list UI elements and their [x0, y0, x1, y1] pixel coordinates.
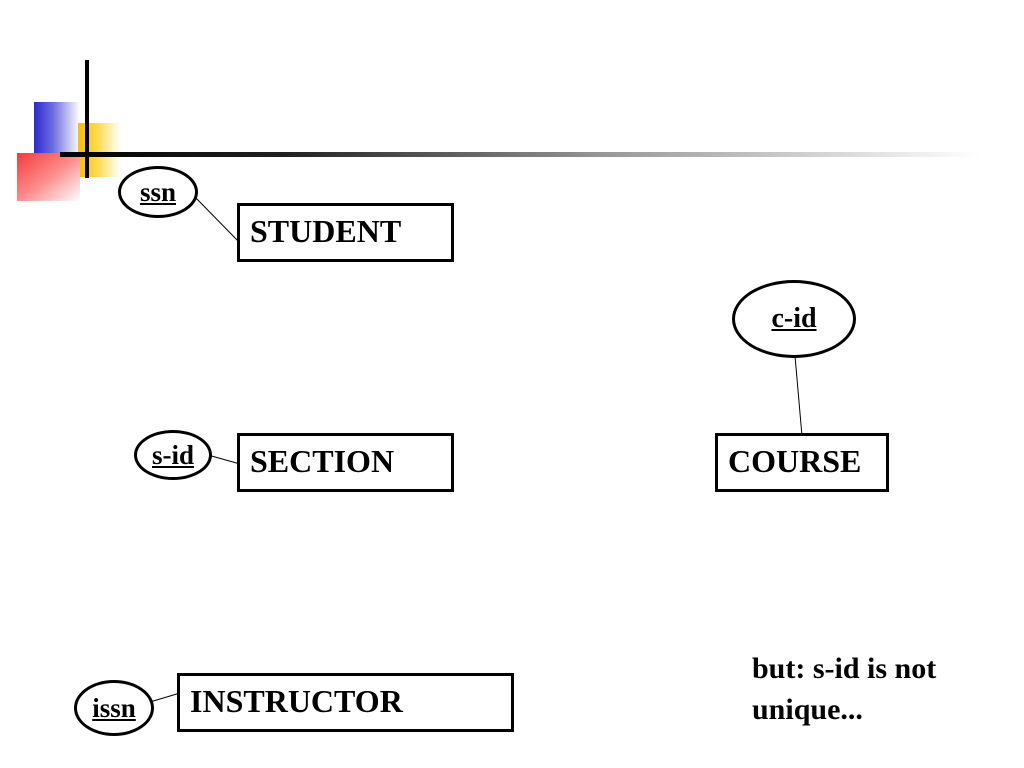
connector-sid-section [207, 454, 241, 465]
entity-course: COURSE [715, 433, 889, 492]
entity-student: STUDENT [237, 203, 454, 262]
header-decoration-red [17, 153, 80, 201]
header-vertical-rule [85, 60, 89, 178]
entity-instructor: INSTRUCTOR [177, 673, 514, 732]
entity-section: SECTION [237, 433, 454, 492]
connector-cid-course [794, 355, 803, 437]
attribute-s-id: s-id [134, 430, 212, 480]
header-horizontal-rule [60, 152, 980, 157]
note-text: but: s-id is not unique... [752, 652, 937, 726]
attribute-issn: issn [74, 680, 154, 736]
connector-ssn-student [193, 195, 241, 244]
header-decoration-blue [34, 102, 80, 158]
attribute-ssn: ssn [118, 166, 198, 218]
connector-issn-instructor [149, 692, 181, 703]
attribute-c-id: c-id [732, 280, 856, 358]
